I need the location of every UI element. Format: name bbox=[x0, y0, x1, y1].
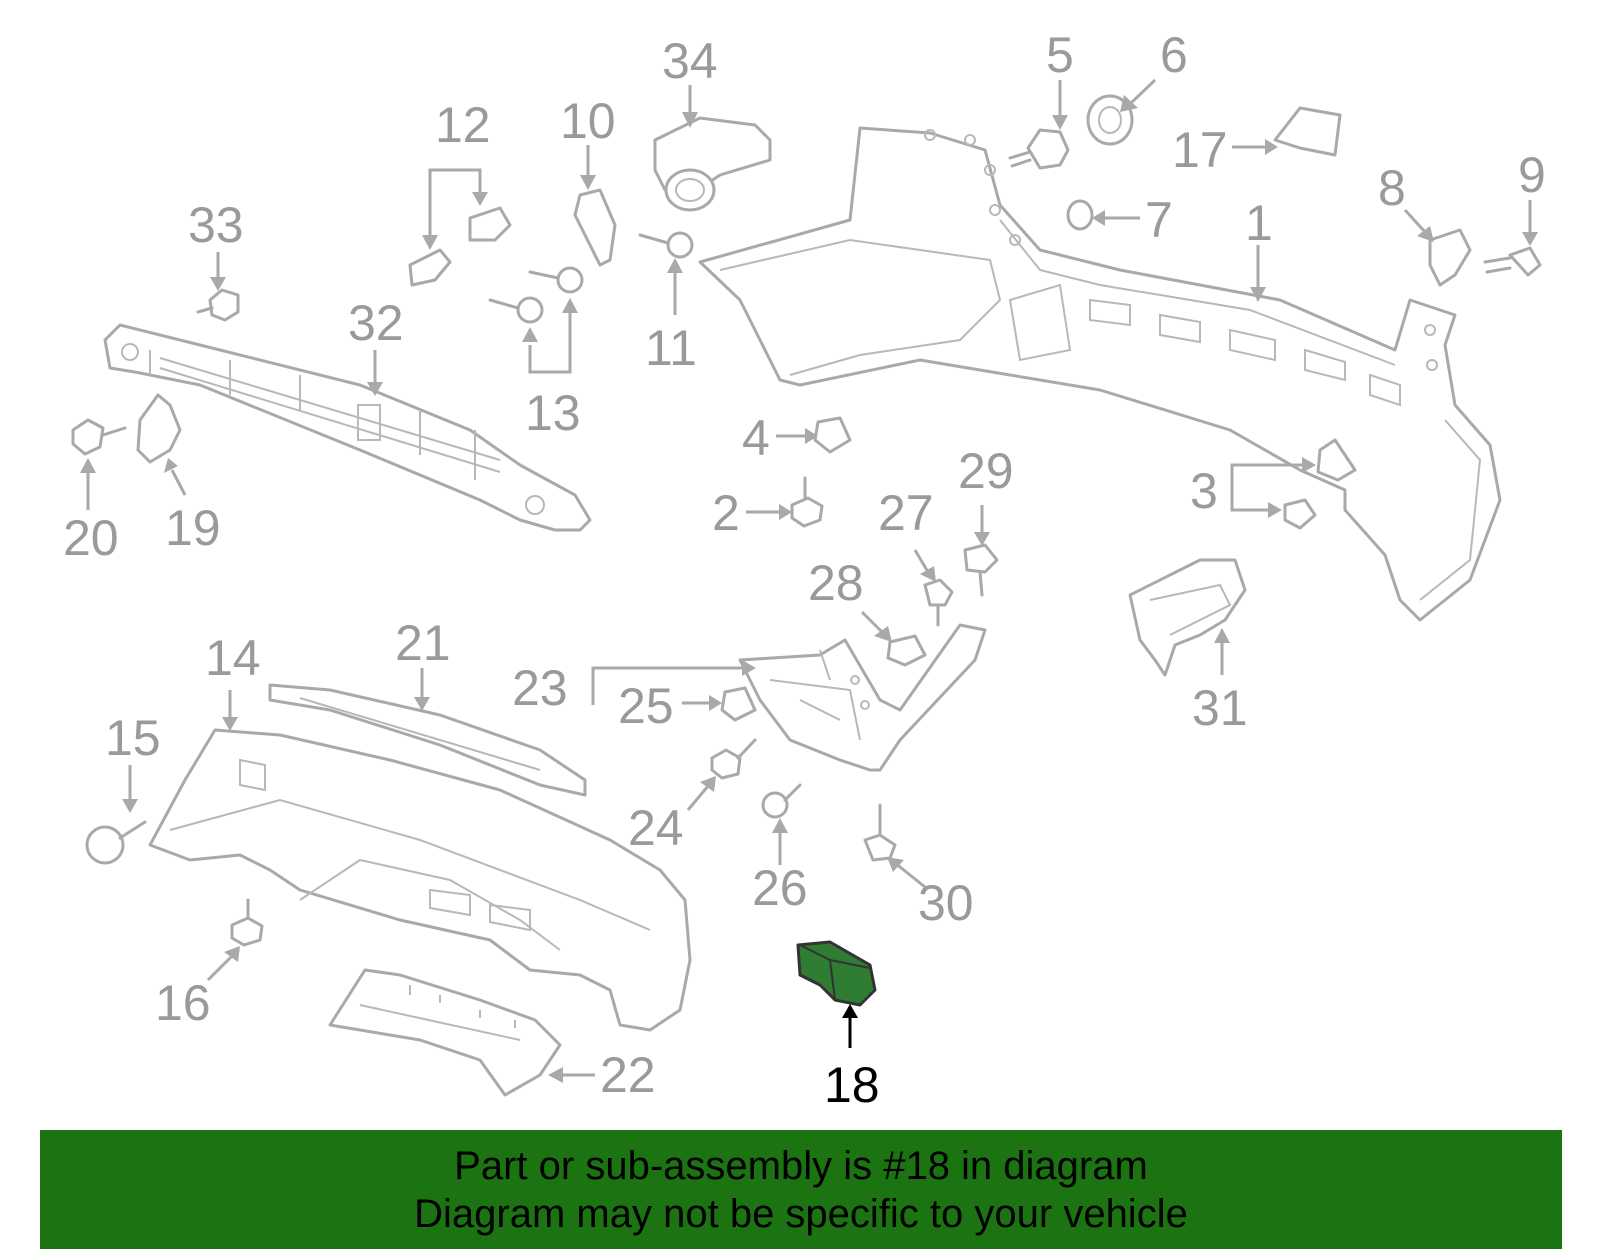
callout-22: 22 bbox=[600, 1047, 656, 1103]
banner-line-2: Diagram may not be specific to your vehi… bbox=[414, 1192, 1188, 1236]
callout-11: 11 bbox=[645, 320, 697, 376]
part-14-lower-diffuser bbox=[148, 728, 692, 1032]
part-9-bolt bbox=[1483, 246, 1542, 277]
callout-25: 25 bbox=[618, 678, 674, 734]
callout-21: 21 bbox=[395, 615, 451, 671]
callout-2: 2 bbox=[712, 485, 740, 541]
callout-4: 4 bbox=[742, 410, 770, 466]
part-17-cap bbox=[1273, 106, 1342, 157]
part-27-bolt bbox=[923, 578, 954, 627]
part-19-bracket bbox=[136, 393, 182, 464]
info-banner: Part or sub-assembly is #18 in diagram D… bbox=[40, 1130, 1562, 1249]
callout-12: 12 bbox=[435, 97, 491, 153]
part-8-clip bbox=[1428, 228, 1472, 287]
part-24-bolt bbox=[710, 738, 757, 780]
callout-labels: 1 2 3 4 5 6 7 8 9 10 11 12 13 14 15 16 1… bbox=[63, 27, 1546, 1113]
part-26-screw bbox=[761, 783, 802, 819]
callout-1: 1 bbox=[1245, 195, 1273, 251]
callout-23: 23 bbox=[512, 660, 568, 716]
callout-28: 28 bbox=[808, 555, 864, 611]
callout-30: 30 bbox=[918, 875, 974, 931]
part-32-reinforcement-beam bbox=[103, 323, 592, 532]
callout-10: 10 bbox=[560, 93, 616, 149]
part-21-trim-strip bbox=[268, 683, 587, 797]
part-1-bumper-cover bbox=[698, 126, 1502, 622]
part-29-bolt bbox=[963, 543, 999, 597]
callout-14: 14 bbox=[205, 630, 261, 686]
part-2-bolt bbox=[790, 476, 824, 528]
callout-24: 24 bbox=[628, 800, 684, 856]
part-16-bolt bbox=[230, 898, 264, 947]
part-4-nut bbox=[813, 416, 852, 454]
part-30-bolt bbox=[863, 803, 897, 862]
part-31-side-bracket bbox=[1128, 558, 1247, 677]
part-7-washer bbox=[1066, 199, 1094, 231]
callout-29: 29 bbox=[958, 443, 1014, 499]
callout-8: 8 bbox=[1378, 160, 1406, 216]
parts-diagram: 1 2 3 4 5 6 7 8 9 10 11 12 13 14 15 16 1… bbox=[63, 27, 1546, 1113]
callout-7: 7 bbox=[1145, 192, 1173, 248]
part-10-clip bbox=[573, 188, 617, 267]
part-13-screws bbox=[488, 266, 584, 324]
callout-19: 19 bbox=[165, 500, 221, 556]
part-34-parking-sensor bbox=[653, 116, 772, 212]
callout-27: 27 bbox=[878, 485, 934, 541]
leader-lines bbox=[80, 78, 1538, 1083]
part-18-highlighted[interactable] bbox=[796, 940, 877, 1007]
part-33-bolt bbox=[196, 288, 240, 322]
callout-26: 26 bbox=[752, 860, 808, 916]
callout-18: 18 bbox=[824, 1057, 880, 1113]
part-23-bracket bbox=[738, 623, 987, 772]
callout-34: 34 bbox=[662, 33, 718, 89]
callout-13: 13 bbox=[525, 385, 581, 441]
callout-33: 33 bbox=[188, 197, 244, 253]
callout-32: 32 bbox=[348, 295, 404, 351]
part-3-clips bbox=[1283, 438, 1357, 530]
part-11-screw bbox=[638, 231, 694, 259]
callout-17: 17 bbox=[1172, 122, 1228, 178]
callout-15: 15 bbox=[105, 710, 161, 766]
part-22-lower-panel bbox=[328, 968, 562, 1097]
banner-line-1: Part or sub-assembly is #18 in diagram bbox=[454, 1144, 1148, 1188]
callout-6: 6 bbox=[1160, 27, 1188, 83]
part-20-bolt bbox=[71, 418, 127, 456]
part-5-bolt bbox=[1008, 128, 1070, 170]
part-28-nut bbox=[886, 634, 927, 667]
callout-31: 31 bbox=[1192, 680, 1248, 736]
callout-20: 20 bbox=[63, 510, 119, 566]
callout-16: 16 bbox=[155, 975, 211, 1031]
callout-5: 5 bbox=[1046, 27, 1074, 83]
part-25-nut bbox=[720, 686, 757, 722]
callout-3: 3 bbox=[1190, 463, 1218, 519]
part-15-screw bbox=[85, 820, 147, 865]
part-12-clips bbox=[408, 206, 512, 287]
callout-9: 9 bbox=[1518, 147, 1546, 203]
